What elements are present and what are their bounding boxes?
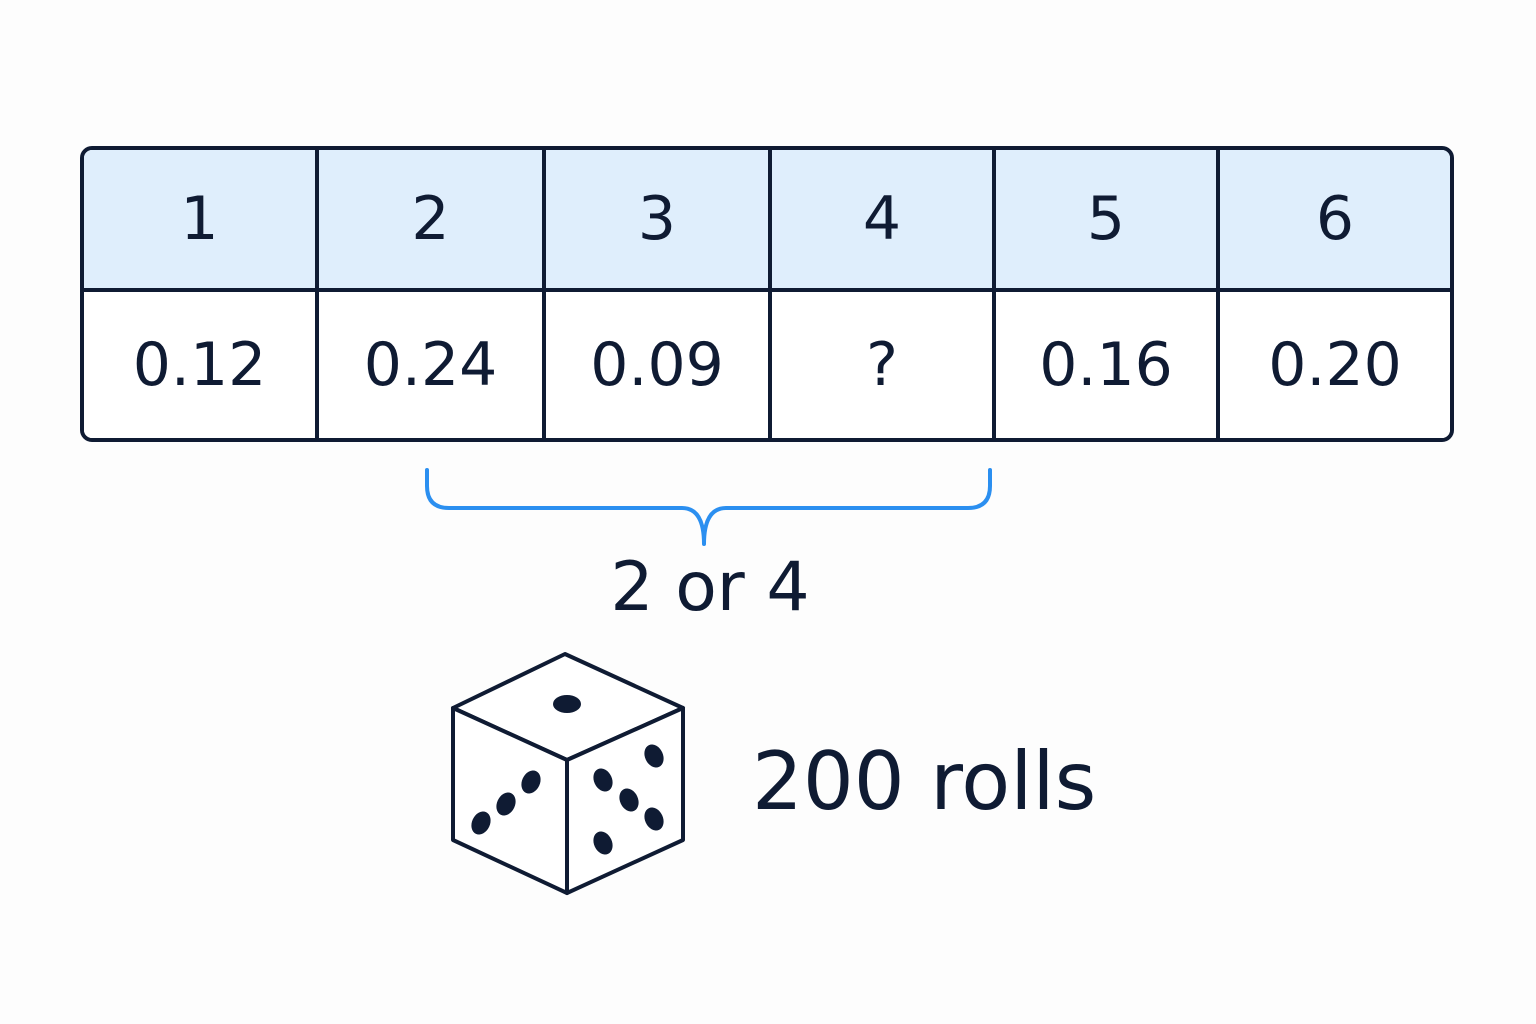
probability-cell-5: 0.16: [996, 292, 1220, 438]
outcome-header-5: 5: [996, 150, 1220, 292]
pip: [593, 831, 613, 855]
probability-cell-2: 0.24: [319, 292, 546, 438]
probability-cell-3: 0.09: [546, 292, 772, 438]
die-pips: [471, 695, 664, 855]
pip: [471, 811, 491, 835]
outcome-header-4: 4: [772, 150, 996, 292]
outcome-header-2: 2: [319, 150, 546, 292]
probability-table: 1 2 3 4 5 6 0.12 0.24 0.09 ? 0.16 0.20: [80, 146, 1454, 442]
probability-cell-6: 0.20: [1220, 292, 1450, 438]
probability-cell-4: ?: [772, 292, 996, 438]
rolls-label: 200 rolls: [752, 735, 1097, 828]
curly-brace: [425, 468, 992, 546]
pip: [553, 695, 581, 713]
pip: [644, 807, 664, 831]
pip: [521, 770, 541, 794]
die-icon: [451, 652, 685, 895]
probability-cell-1: 0.12: [84, 292, 319, 438]
outcome-header-3: 3: [546, 150, 772, 292]
pip: [593, 768, 613, 792]
outcome-header-6: 6: [1220, 150, 1450, 292]
pip: [644, 744, 664, 768]
outcome-header-1: 1: [84, 150, 319, 292]
pip: [619, 788, 639, 812]
bracket-label: 2 or 4: [610, 548, 810, 627]
pip: [496, 792, 516, 816]
